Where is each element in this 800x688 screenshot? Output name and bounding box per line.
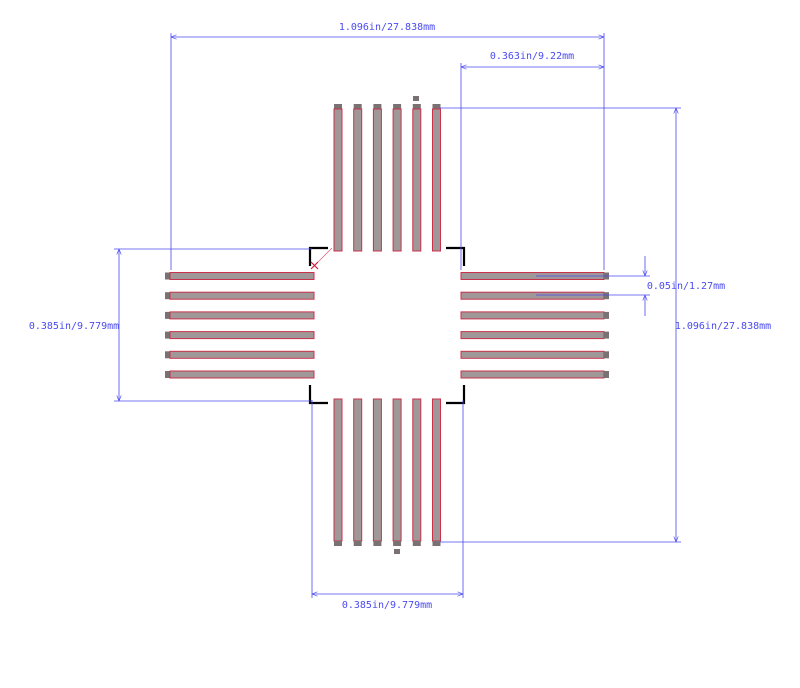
pad-cap-bottom-5 bbox=[412, 541, 421, 546]
pad-cap-top-3 bbox=[373, 104, 382, 109]
dimension-overall-height-label: 1.096in/27.838mm bbox=[675, 321, 771, 332]
dimension-overall-height bbox=[440, 107, 681, 543]
pad-right-5 bbox=[460, 350, 605, 359]
pad-cap-right-2 bbox=[604, 292, 609, 300]
pad-cap-left-1 bbox=[165, 272, 170, 280]
dimension-body-height bbox=[114, 248, 312, 402]
pad-left-6 bbox=[169, 370, 315, 379]
pad-cap-top-6 bbox=[432, 104, 441, 109]
pad-right-4 bbox=[460, 331, 605, 340]
pad-cap-top-5 bbox=[412, 104, 421, 109]
pad-left-1 bbox=[169, 272, 315, 280]
pad-cap-left-4 bbox=[165, 331, 170, 339]
pad-cap-bottom-6 bbox=[432, 541, 441, 546]
pad-cap-top-4 bbox=[393, 104, 402, 109]
index-mark-top bbox=[413, 96, 419, 101]
dimension-pitch-label: 0.05in/1.27mm bbox=[647, 281, 725, 292]
pads-top-row bbox=[333, 104, 441, 252]
pad-cap-right-4 bbox=[604, 331, 609, 339]
pad-cap-bottom-3 bbox=[373, 541, 382, 546]
pad-bottom-4 bbox=[392, 398, 402, 542]
pad-bottom-5 bbox=[412, 398, 422, 542]
pad-bottom-1 bbox=[333, 398, 343, 542]
pad-top-2 bbox=[353, 108, 363, 252]
pad-top-6 bbox=[432, 108, 441, 252]
pads-left-column bbox=[165, 272, 315, 379]
pad-cap-bottom-4 bbox=[393, 541, 402, 546]
dimension-pad-length-label: 0.363in/9.22mm bbox=[490, 51, 574, 62]
pad-bottom-3 bbox=[372, 398, 382, 542]
pad-top-5 bbox=[412, 108, 422, 252]
pad-left-2 bbox=[169, 291, 315, 300]
pad-top-1 bbox=[333, 108, 343, 252]
pad-cap-left-5 bbox=[165, 351, 170, 359]
pad-left-3 bbox=[169, 311, 315, 320]
dimension-overall-width bbox=[170, 33, 605, 270]
dimension-overall-width-label: 1.096in/27.838mm bbox=[339, 22, 435, 33]
pad-right-2 bbox=[460, 291, 605, 300]
pad-right-6 bbox=[460, 370, 605, 379]
silkscreen-outline bbox=[308, 246, 466, 405]
pad-cap-left-2 bbox=[165, 292, 170, 300]
pad-left-5 bbox=[169, 350, 315, 359]
pads-bottom-row bbox=[333, 398, 441, 546]
dimension-pitch bbox=[536, 256, 650, 316]
pad-bottom-2 bbox=[353, 398, 363, 542]
pad-cap-right-3 bbox=[604, 311, 609, 319]
pad-top-3 bbox=[372, 108, 382, 252]
pads-right-column bbox=[460, 272, 609, 379]
origin-marker bbox=[310, 247, 333, 270]
pad-cap-left-3 bbox=[165, 311, 170, 319]
pad-cap-bottom-2 bbox=[353, 541, 362, 546]
pad-top-4 bbox=[392, 108, 402, 252]
pad-left-4 bbox=[169, 331, 315, 340]
pad-right-3 bbox=[460, 311, 605, 320]
dimension-body-width-label: 0.385in/9.779mm bbox=[342, 600, 432, 611]
dimension-body-height-label: 0.385in/9.779mm bbox=[29, 321, 119, 332]
pad-cap-bottom-1 bbox=[334, 541, 342, 546]
pad-cap-top-1 bbox=[334, 104, 342, 109]
dimension-body-width bbox=[311, 400, 464, 598]
pad-cap-top-2 bbox=[353, 104, 362, 109]
pad-cap-right-6 bbox=[604, 371, 609, 378]
pad-cap-right-5 bbox=[604, 351, 609, 359]
pad-bottom-6 bbox=[432, 398, 441, 542]
index-mark-bottom bbox=[394, 549, 400, 554]
pad-cap-left-6 bbox=[165, 371, 170, 378]
dimension-pad-length bbox=[460, 63, 604, 270]
